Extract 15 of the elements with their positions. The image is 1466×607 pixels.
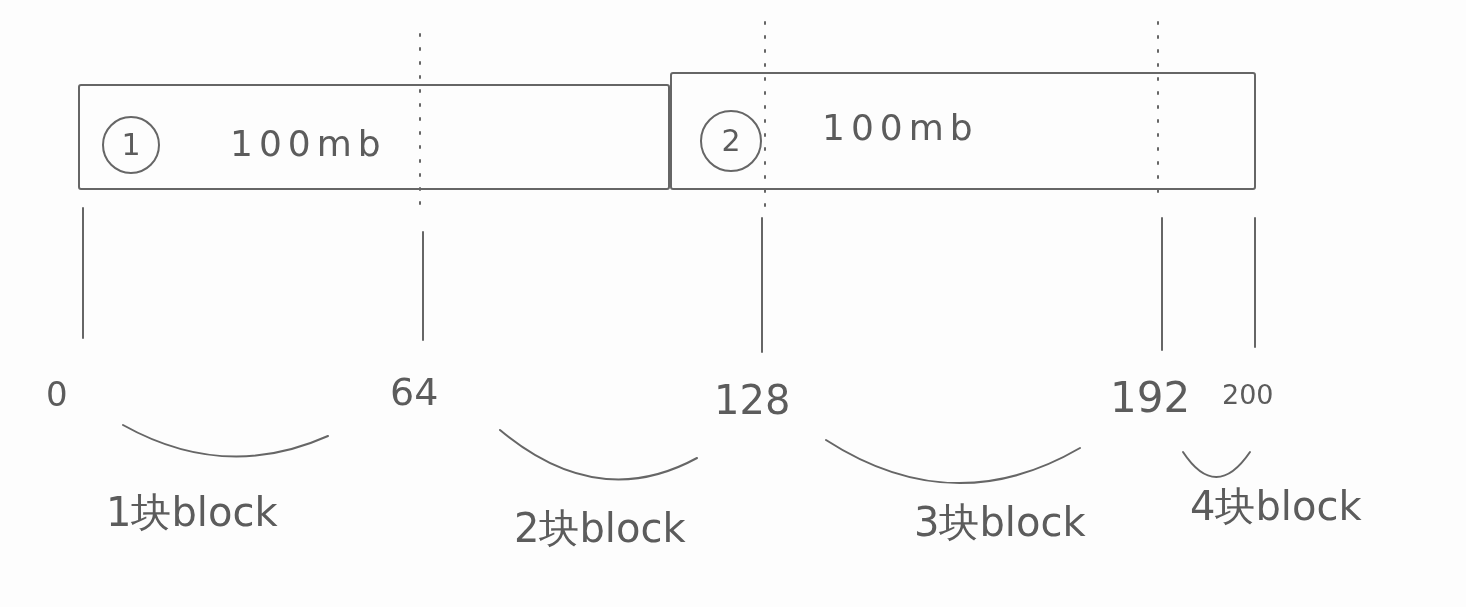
file-box	[78, 84, 670, 190]
offset-label: 64	[390, 372, 439, 414]
block-label: 3块block	[914, 500, 1086, 544]
number-circle: 2	[700, 110, 762, 172]
block-label: 1块block	[106, 490, 278, 534]
block-label: 4块block	[1190, 484, 1362, 528]
block-label: 2块block	[514, 506, 686, 550]
number-circle: 1	[102, 116, 160, 174]
offset-label: 0	[46, 376, 68, 414]
offset-label: 200	[1222, 380, 1274, 410]
offset-label: 192	[1110, 375, 1191, 422]
size-label: 100mb	[822, 108, 979, 148]
file-box	[670, 72, 1256, 190]
size-label: 100mb	[230, 124, 387, 164]
offset-label: 128	[714, 378, 791, 422]
